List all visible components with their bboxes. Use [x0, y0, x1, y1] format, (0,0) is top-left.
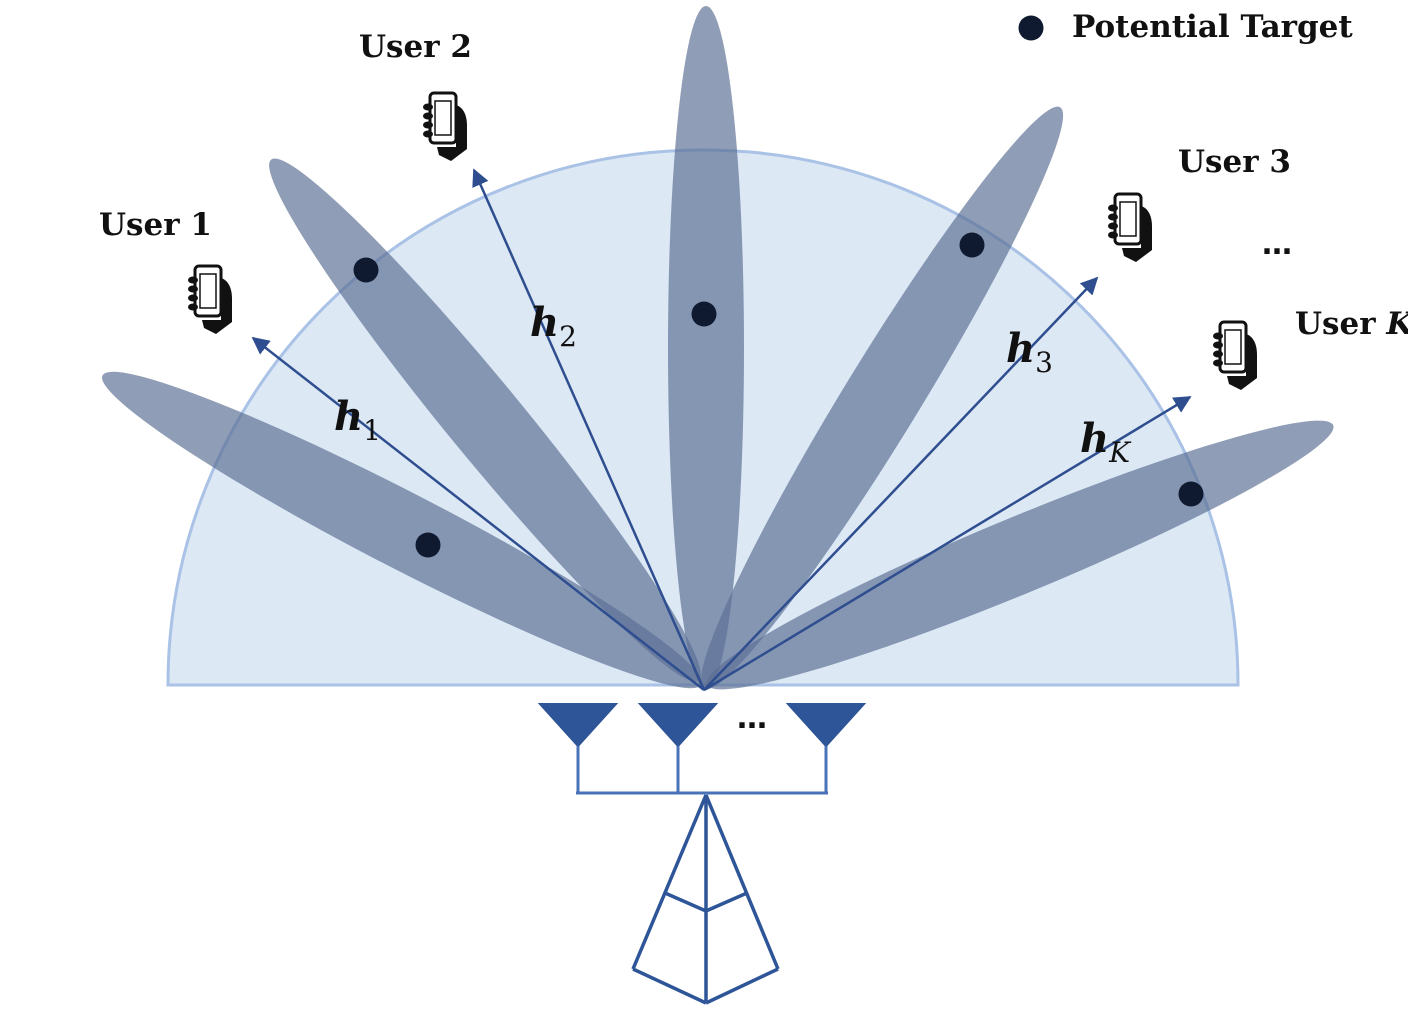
beam-3 — [668, 6, 744, 690]
antenna-element-icon — [785, 703, 867, 748]
beam-5 — [706, 420, 1334, 690]
channel-arrow-k — [703, 395, 1192, 692]
channel-arrows — [251, 168, 1192, 692]
targets — [353, 232, 1204, 558]
antenna-array: … — [537, 701, 867, 795]
channel-label-2: h2 — [530, 299, 577, 353]
target-dot — [691, 301, 717, 327]
antenna-element-icon — [537, 703, 619, 748]
channel-arrow-3 — [703, 276, 1099, 691]
target-dot — [353, 257, 379, 283]
channel-arrow-2 — [472, 168, 706, 691]
user-label-k: User K — [1295, 306, 1408, 342]
target-dot — [1178, 481, 1204, 507]
users-ellipsis: … — [1262, 227, 1292, 262]
user-label-2: User 2 — [359, 29, 472, 65]
channel-label-k: hK — [1080, 415, 1132, 469]
user-label-3: User 3 — [1178, 144, 1291, 180]
phone-in-hand-icon — [1106, 192, 1154, 264]
phone-in-hand-icon — [421, 91, 469, 163]
target-dot — [415, 532, 441, 558]
channel-label-1: h1 — [334, 393, 381, 447]
user-label-1: User 1 — [99, 207, 212, 243]
channel-arrow-1 — [251, 336, 705, 691]
antenna-element-icon — [637, 703, 719, 748]
legend-target-dot — [1018, 15, 1044, 41]
target-dot — [959, 232, 985, 258]
phone-in-hand-icon — [186, 264, 234, 336]
legend-label: Potential Target — [1072, 9, 1353, 45]
base-station-tower-icon — [631, 794, 780, 1005]
antennas-ellipsis: … — [737, 701, 767, 736]
phone-in-hand-icon — [1211, 320, 1259, 392]
feed-lines — [576, 746, 828, 795]
beam-2 — [269, 158, 701, 682]
channel-label-3: h3 — [1006, 325, 1053, 379]
beam-1 — [102, 371, 702, 689]
